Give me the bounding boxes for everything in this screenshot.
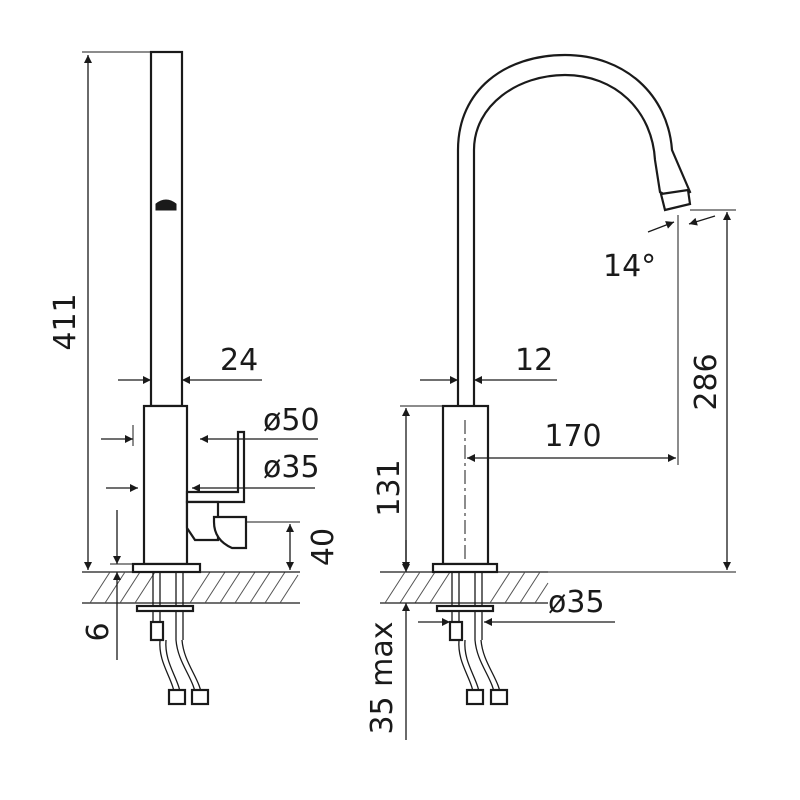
dim-spout-width-left-label: 24 (220, 343, 258, 378)
aerator-icon (155, 199, 177, 211)
dim-base-thickness: 6 (81, 510, 133, 660)
front-view: 12 131 170 286 14° (365, 53, 736, 740)
dim-spout-angle: 14° (603, 215, 716, 284)
dim-reach: 170 (467, 215, 679, 465)
dim-max-counter-thickness-label: 35 max (365, 621, 400, 734)
dim-base-diameter: ø35 (106, 450, 320, 492)
dim-spout-width-right-label: 12 (515, 343, 553, 378)
spout-tube-left (149, 50, 184, 408)
dim-body-height: 131 (372, 405, 443, 570)
mounting-hardware-right (435, 572, 509, 706)
gooseneck-spout (456, 53, 692, 406)
base-plate-left (131, 562, 202, 574)
dim-reach-label: 170 (544, 419, 601, 454)
dim-base-thickness-label: 6 (81, 622, 116, 641)
dim-spout-height: 286 (548, 209, 736, 573)
mounting-hardware-left (135, 572, 210, 706)
countertop-left (82, 571, 300, 604)
dim-total-height-label: 411 (48, 293, 83, 350)
dim-max-counter-thickness: 35 max (365, 540, 432, 740)
dim-body-diameter: ø50 (101, 403, 320, 446)
dim-spout-width-right: 12 (420, 343, 557, 392)
base-plate-right (431, 562, 499, 574)
countertop-right (380, 571, 549, 604)
faucet-body-left (142, 404, 189, 566)
side-view: 411 24 ø50 ø35 (48, 50, 341, 706)
dim-lever-height: 40 (200, 521, 341, 573)
dim-total-height: 411 (48, 51, 151, 570)
lever-handle (185, 430, 248, 550)
dim-hole-diameter: ø35 (418, 585, 615, 626)
dim-base-diameter-label: ø35 (263, 450, 320, 485)
dim-lever-height-label: 40 (306, 528, 341, 566)
dim-spout-width-left: 24 (118, 343, 262, 392)
dim-spout-angle-label: 14° (603, 249, 656, 284)
dim-hole-diameter-label: ø35 (548, 585, 605, 620)
dim-body-height-label: 131 (372, 459, 407, 516)
dim-body-diameter-label: ø50 (263, 403, 320, 438)
dim-spout-height-label: 286 (689, 353, 724, 410)
